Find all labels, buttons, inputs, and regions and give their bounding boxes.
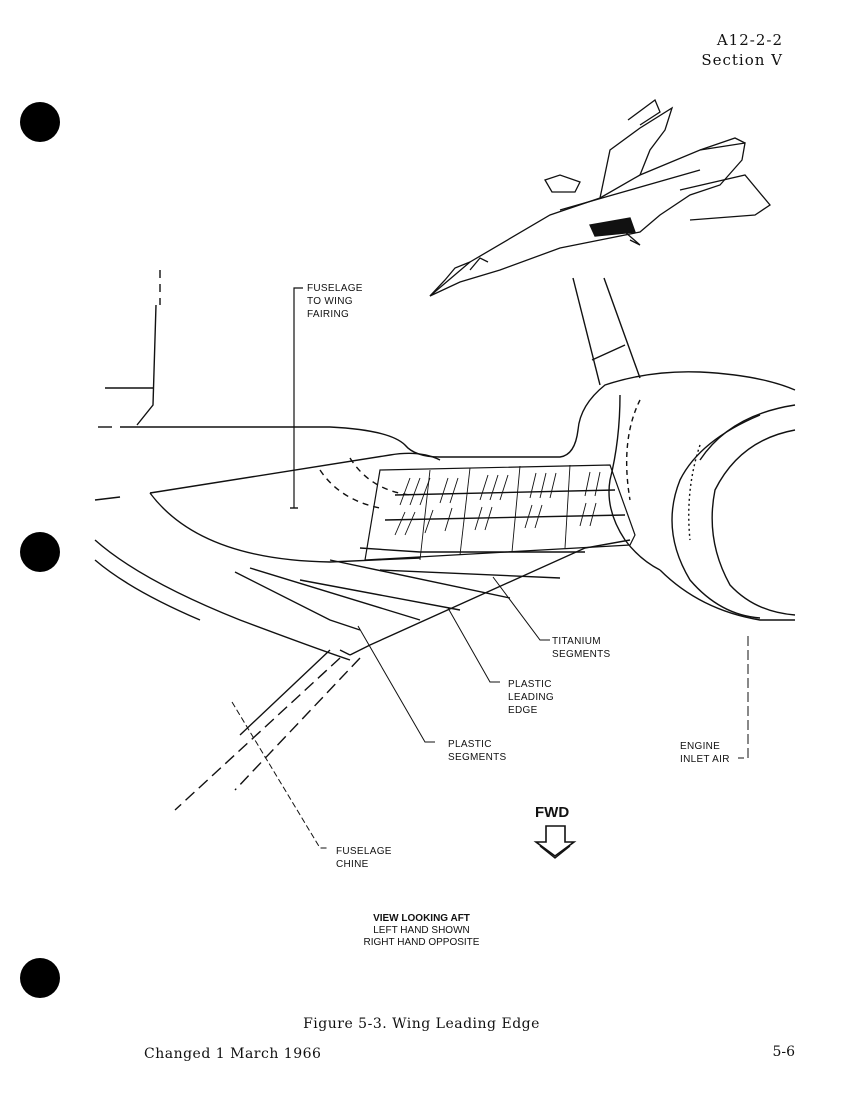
label-engine-inlet-air: ENGINE INLET AIR [680,741,730,765]
figure-caption: Figure 5-3. Wing Leading Edge [303,1016,540,1032]
view-note-line2: RIGHT HAND OPPOSITE [363,937,480,948]
page-number: 5-6 [772,1044,795,1060]
view-note-line1: LEFT HAND SHOWN [373,925,470,936]
change-date: Changed 1 March 1966 [144,1046,322,1062]
label-plastic-leading-edge: PLASTIC LEADING EDGE [508,679,555,716]
section-label: Section V [701,51,783,69]
binder-hole-middle [20,532,60,572]
fwd-label: FWD [535,804,570,821]
binder-hole-bottom [20,958,60,998]
binder-hole-top [20,102,60,142]
label-titanium-segments: TITANIUM SEGMENTS [552,636,611,660]
document-number: A12-2-2 [716,31,783,49]
aircraft-silhouette [429,98,771,297]
label-fuselage-chine: FUSELAGE CHINE [336,846,392,870]
view-note: VIEW LOOKING AFT LEFT HAND SHOWN RIGHT H… [0,913,843,949]
view-note-title: VIEW LOOKING AFT [373,913,470,924]
fwd-arrow-icon [533,825,577,859]
label-fuselage-to-wing-fairing: FUSELAGE TO WING FAIRING [307,283,363,320]
document-header: A12-2-2 Section V [701,30,783,70]
label-plastic-segments: PLASTIC SEGMENTS [448,739,507,763]
